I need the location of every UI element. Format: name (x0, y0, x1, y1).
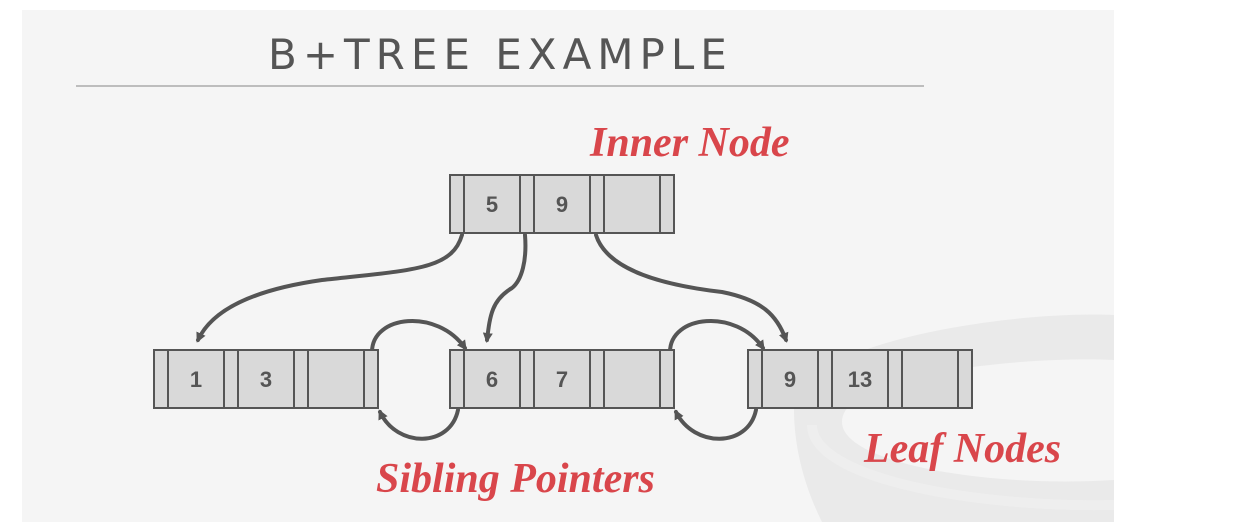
inner-key-cell (463, 174, 521, 234)
leaf1-pointer-slot (153, 349, 169, 409)
child-pointer-arrow-1 (196, 233, 464, 343)
sibling-pointer-arrow-2-forward (668, 318, 765, 354)
leaf-nodes-label: Leaf Nodes (863, 426, 1061, 472)
leaf3-pointer-slot (957, 349, 973, 409)
leaf-node-3: 9 13 (747, 349, 973, 409)
leaf1-key-label: 3 (260, 367, 272, 392)
leaf1-pointer-slot (363, 349, 379, 409)
slide-title: B+TREE EXAMPLE (268, 30, 733, 79)
sibling-pointers-label: Sibling Pointers (376, 456, 655, 502)
leaf3-key-cell (831, 349, 889, 409)
child-pointer-arrow-2 (482, 233, 528, 343)
leaf3-key-cell (901, 349, 959, 409)
inner-key-label: 9 (556, 192, 568, 217)
leaf2-key-label: 6 (486, 367, 498, 392)
leaf2-key-label: 7 (556, 367, 568, 392)
inner-pointer-slot (589, 174, 605, 234)
inner-key-cell (603, 174, 661, 234)
leaf2-pointer-slot (659, 349, 675, 409)
title-divider (76, 85, 924, 87)
leaf2-key-cell (463, 349, 521, 409)
inner-pointer-slot (659, 174, 675, 234)
leaf2-key-cell (603, 349, 661, 409)
database-watermark-icon (794, 314, 1114, 522)
inner-pointer-slot (449, 174, 465, 234)
leaf1-pointer-slot (293, 349, 309, 409)
inner-key-label: 5 (486, 192, 498, 217)
leaf3-key-label: 13 (848, 367, 872, 392)
leaf2-pointer-slot (589, 349, 605, 409)
sibling-pointer-arrow-1-back (378, 408, 460, 441)
sibling-pointer-arrow-1-forward (370, 318, 467, 354)
leaf1-key-cell (167, 349, 225, 409)
leaf2-pointer-slot (519, 349, 535, 409)
inner-node-label: Inner Node (589, 120, 790, 166)
leaf3-pointer-slot (747, 349, 763, 409)
leaf1-key-label: 1 (190, 367, 202, 392)
leaf2-key-cell (533, 349, 591, 409)
child-pointer-arrow-3 (594, 233, 789, 343)
sibling-pointer-arrow-2-back (674, 408, 758, 441)
leaf2-pointer-slot (449, 349, 465, 409)
leaf1-pointer-slot (223, 349, 239, 409)
leaf3-pointer-slot (887, 349, 903, 409)
leaf3-pointer-slot (817, 349, 833, 409)
inner-pointer-slot (519, 174, 535, 234)
leaf1-key-cell (237, 349, 295, 409)
leaf3-key-cell (761, 349, 819, 409)
leaf3-key-label: 9 (784, 367, 796, 392)
leaf1-key-cell (307, 349, 365, 409)
